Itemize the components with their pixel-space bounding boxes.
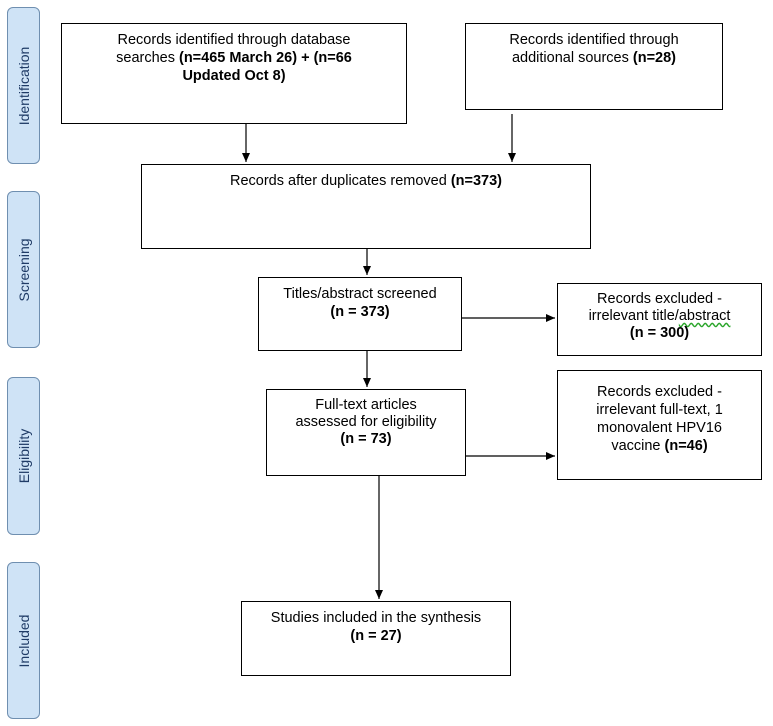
excluded-title-count: (n = 300)	[629, 325, 690, 341]
duplicates-removed-count: (n=373)	[450, 173, 502, 189]
excluded-fulltext-line4: vaccine	[611, 438, 665, 454]
excluded-fulltext-line3: monovalent HPV16	[597, 420, 722, 436]
additional-sources-line2: additional sources	[511, 50, 633, 66]
fulltext-assessed-box: Full-text articles assessed for eligibil…	[266, 389, 466, 476]
studies-included-box: Studies included in the synthesis (n = 2…	[241, 601, 511, 676]
database-search-box: Records identified through database sear…	[61, 23, 407, 124]
studies-included-line1: Studies included in the synthesis	[270, 610, 482, 626]
additional-sources-line1: Records identified through	[509, 32, 679, 48]
phase-eligibility: Eligibility	[7, 377, 40, 535]
excluded-title-line2-abstract: abstract	[678, 308, 731, 324]
excluded-fulltext-count: (n=46)	[664, 438, 708, 454]
excluded-fulltext-line2: irrelevant full-text, 1	[596, 402, 723, 418]
additional-sources-box: Records identified through additional so…	[465, 23, 723, 110]
phase-screening: Screening	[7, 191, 40, 348]
fulltext-line2: assessed for eligibility	[295, 414, 437, 430]
titles-screened-count: (n = 373)	[330, 304, 390, 320]
database-search-line2: searches	[116, 50, 179, 66]
excluded-title-box: Records excluded - irrelevant title/abst…	[557, 283, 762, 356]
studies-included-count: (n = 27)	[350, 628, 402, 644]
excluded-title-line1: Records excluded -	[597, 291, 722, 307]
prisma-flow-diagram: Identification Screening Eligibility Inc…	[7, 7, 773, 726]
phase-included: Included	[7, 562, 40, 719]
additional-sources-count: (n=28)	[632, 50, 677, 66]
excluded-title-line2: irrelevant title/	[588, 308, 679, 324]
excluded-fulltext-line1: Records excluded -	[597, 384, 722, 400]
titles-screened-line1: Titles/abstract screened	[283, 286, 437, 302]
fulltext-count: (n = 73)	[340, 431, 392, 447]
excluded-fulltext-box: Records excluded - irrelevant full-text,…	[557, 370, 762, 480]
duplicates-removed-text: Records after duplicates removed	[229, 173, 451, 189]
duplicates-removed-box: Records after duplicates removed (n=373)	[141, 164, 591, 249]
database-search-count-2: Updated Oct 8)	[182, 68, 286, 84]
database-search-line1: Records identified through database	[117, 32, 351, 48]
fulltext-line1: Full-text articles	[315, 397, 417, 413]
database-search-count-1: (n=465 March 26) + (n=66	[179, 50, 352, 66]
phase-identification: Identification	[7, 7, 40, 164]
titles-screened-box: Titles/abstract screened (n = 373)	[258, 277, 462, 351]
